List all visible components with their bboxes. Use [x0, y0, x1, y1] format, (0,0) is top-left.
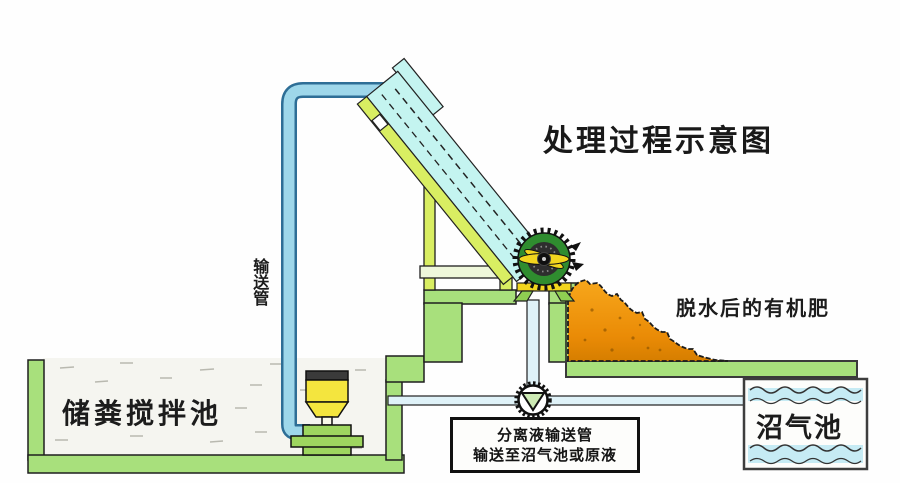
note-line-1: 分离液输送管 — [496, 425, 593, 444]
organic-fertilizer-label: 脱水后的有机肥 — [676, 296, 830, 320]
diagram-title: 处理过程示意图 — [543, 124, 774, 159]
valve — [514, 381, 552, 419]
biogas-pool-label: 沼气池 — [756, 413, 843, 444]
biogas-pool — [742, 377, 869, 471]
separated-liquid-pipe — [387, 395, 745, 406]
note-line-2: 输送至沼气池或原液 — [472, 446, 617, 464]
separator-wheel — [512, 227, 584, 291]
separated-liquid-note-box: 分离液输送管 输送至沼气池或原液 — [450, 417, 640, 473]
conveying-pipe — [281, 82, 398, 440]
storage-pool-walls — [27, 355, 425, 474]
fertilizer-pile — [567, 279, 729, 362]
fertilizer-floor — [565, 360, 858, 378]
inclined-conveyor — [356, 57, 549, 286]
drain-pipe — [526, 299, 540, 389]
submersible-pump — [290, 370, 364, 456]
conveying-pipe-label: 输送管 — [250, 258, 270, 306]
storage-mixing-pool-label: 储粪搅拌池 — [62, 397, 223, 430]
